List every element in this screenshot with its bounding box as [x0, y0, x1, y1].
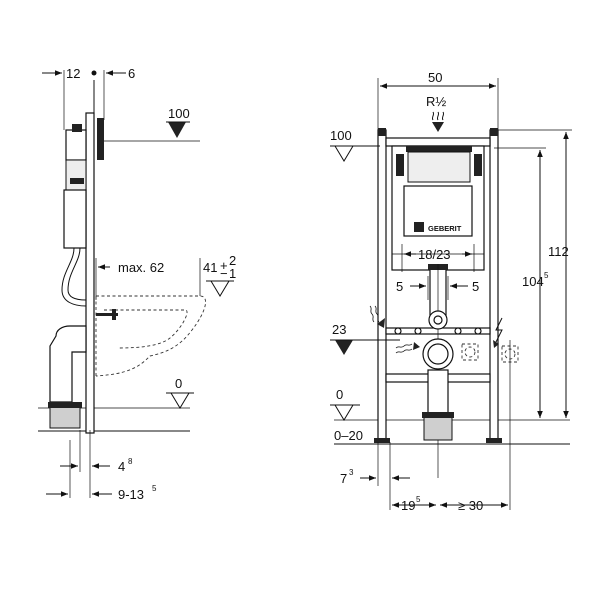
front-drain-arrow: [413, 342, 420, 350]
front-drain-wave-1: [395, 343, 413, 349]
side-flush-pipe: [61, 247, 87, 307]
side-dim-6: 6: [128, 66, 135, 81]
front-level-0-triangle: [334, 404, 354, 421]
front-frame-left-foot: [374, 438, 390, 443]
front-cistern-top-bar: [406, 146, 472, 152]
front-water-symbol-1: [431, 111, 435, 121]
side-drain-bend: [49, 325, 87, 403]
front-dim-18-23: 18/23: [418, 247, 451, 262]
front-dim-7: 7: [340, 471, 347, 486]
front-dim-5-left: 5: [396, 279, 403, 294]
side-dim-9-13-sup: 5: [152, 484, 157, 493]
front-bolt-4: [474, 327, 482, 335]
front-frame-right-foot: [486, 438, 502, 443]
side-level-0: 0: [175, 376, 182, 391]
front-frame-top-rail: [385, 137, 491, 147]
front-bolt-2: [414, 327, 422, 335]
front-drain-ring-inner: [427, 343, 449, 365]
side-dim-4: 4: [118, 459, 125, 474]
side-dim-12: 12: [66, 66, 80, 81]
side-dim-max-62: max. 62: [118, 260, 164, 275]
front-dim-104: 104: [522, 274, 544, 289]
side-tol-plus: +: [220, 258, 228, 273]
front-dim-19-sup: 5: [416, 495, 421, 504]
front-brand-logo-mark: [414, 222, 424, 232]
side-level-100-triangle: [168, 122, 186, 138]
front-cistern-left-block: [396, 154, 404, 176]
front-brand-logo-text: GEBERIT: [428, 224, 462, 233]
side-level-0-triangle: [170, 392, 190, 409]
front-cistern-inlet-panel: [407, 151, 471, 183]
front-frame-right-cap: [490, 128, 498, 136]
front-dim-112: 112: [548, 244, 569, 259]
front-level-23: 23: [332, 322, 346, 337]
side-cistern-top: [65, 129, 87, 161]
side-cistern-body: [63, 189, 87, 249]
side-tol-minus: −: [220, 266, 228, 281]
front-level-0: 0: [336, 387, 343, 402]
front-water-inlet-arrow: [377, 318, 385, 328]
front-range-0-20: 0–20: [334, 428, 363, 443]
front-dim-7-sup: 3: [349, 468, 354, 477]
front-water-arrow: [432, 122, 444, 132]
front-socket-left: [461, 343, 479, 361]
side-flush-plate: [97, 118, 104, 160]
front-frame-right-upright: [489, 129, 499, 443]
front-level-23-triangle: [335, 340, 353, 355]
front-drain-pipe: [427, 369, 449, 415]
side-tol-2: 2: [229, 253, 236, 268]
front-water-symbol-3: [441, 111, 445, 121]
front-bolt-3: [454, 327, 462, 335]
side-frame-upright: [85, 112, 95, 434]
front-bolt-1: [394, 327, 402, 335]
side-fixing-nut: [112, 309, 116, 320]
front-drain-wave-2: [395, 348, 413, 354]
side-dim-41: 41: [203, 260, 217, 275]
side-axis-dot: [91, 70, 97, 76]
front-water-symbol-2: [436, 111, 440, 121]
front-water-inlet-icon-1: [369, 305, 375, 323]
side-view: 12 6 100 max. 62 41 + − 2 1: [38, 66, 236, 502]
side-cistern-clip-1: [72, 124, 82, 132]
front-dim-5-right: 5: [472, 279, 479, 294]
front-drain-clamp: [422, 412, 454, 418]
side-toilet-bowl-inner: [104, 309, 188, 349]
front-socket-left-hole: [464, 346, 476, 358]
side-flush-pipe-inner: [67, 247, 87, 301]
side-cistern-clip-2: [70, 178, 84, 184]
front-water-inlet-icon-2: [374, 305, 380, 323]
side-tol-1: 1: [229, 266, 236, 281]
front-electrical-icon: [495, 317, 503, 343]
side-cistern-mid: [65, 159, 87, 191]
front-electrical-arrow: [493, 340, 499, 348]
side-dim-9-13: 9-13: [118, 487, 144, 502]
front-cistern-right-block: [474, 154, 482, 176]
front-flush-connector-inner: [433, 315, 443, 325]
side-fixing-bolt: [96, 313, 118, 316]
side-seat-level-triangle: [210, 280, 230, 297]
front-frame-left-upright: [377, 129, 387, 443]
side-drain-clamp: [48, 402, 82, 408]
front-view: 50 R½ GEBERIT 100 1: [330, 70, 572, 513]
front-frame-left-cap: [378, 128, 386, 136]
front-dim-ge-30: ≥ 30: [458, 498, 483, 513]
side-toilet-bowl-outline: [95, 295, 207, 377]
front-dim-19: 19: [401, 498, 415, 513]
front-dim-50: 50: [428, 70, 442, 85]
front-dim-104-sup: 5: [544, 271, 549, 280]
front-drain-outlet: [423, 415, 453, 441]
side-dim-4-sup: 8: [128, 457, 133, 466]
front-r-label: R½: [426, 94, 446, 109]
front-level-100: 100: [330, 128, 352, 143]
front-level-100-triangle: [334, 145, 354, 162]
side-level-100: 100: [168, 106, 190, 121]
